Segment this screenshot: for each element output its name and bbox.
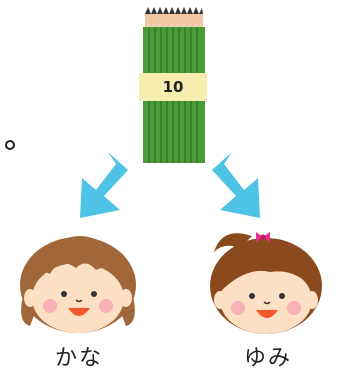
arrow-right-icon	[212, 152, 260, 218]
bundle-band	[139, 73, 207, 101]
child-kana	[20, 236, 136, 333]
ribbon-icon	[256, 232, 270, 242]
child-name-yumi: ゆみ	[243, 346, 292, 371]
bundle-count-label: 10	[162, 78, 184, 96]
child-yumi	[210, 232, 322, 334]
child-name-kana: かな	[54, 346, 103, 371]
pencil-bundle	[139, 7, 207, 163]
pencil-tips	[145, 7, 203, 28]
bullet-mark	[5, 140, 15, 150]
arrow-left-icon	[80, 152, 128, 218]
